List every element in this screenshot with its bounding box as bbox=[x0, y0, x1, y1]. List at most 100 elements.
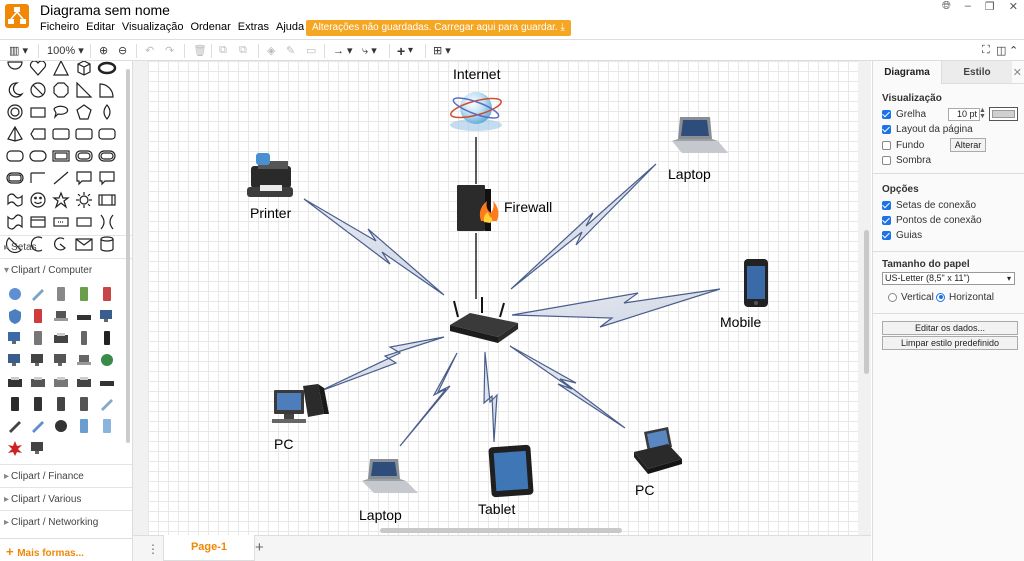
undo-icon[interactable]: ↶ bbox=[145, 45, 155, 57]
data-cube-clipart-icon[interactable] bbox=[74, 417, 94, 435]
section-clipart-various[interactable]: ▸Clipart / Various bbox=[0, 487, 132, 509]
window-shape-icon[interactable] bbox=[28, 212, 48, 232]
pc-right-icon[interactable] bbox=[634, 427, 682, 474]
globe-clipart-icon[interactable] bbox=[97, 351, 117, 369]
label-laptop-bottom[interactable]: Laptop bbox=[359, 507, 402, 523]
laptop-clipart-icon[interactable] bbox=[51, 307, 71, 325]
no-symbol-shape-icon[interactable] bbox=[28, 80, 48, 100]
edit-data-button[interactable]: Editar os dados... bbox=[882, 321, 1018, 335]
wireless-link-pc-right[interactable] bbox=[509, 345, 626, 429]
pentagon-shape-icon[interactable] bbox=[74, 102, 94, 122]
mobile-clipart-icon[interactable] bbox=[97, 329, 117, 347]
label-firewall[interactable]: Firewall bbox=[504, 199, 553, 215]
crescent-shape-icon[interactable] bbox=[28, 234, 48, 254]
tablet-icon[interactable] bbox=[488, 444, 534, 498]
server-clipart-icon[interactable] bbox=[51, 285, 71, 303]
label-pc-right[interactable]: PC bbox=[635, 482, 655, 498]
workstation-clipart-icon[interactable] bbox=[51, 351, 71, 369]
shield-clipart-icon[interactable] bbox=[5, 307, 25, 325]
label-tablet[interactable]: Tablet bbox=[478, 501, 516, 517]
wireless-link-mobile[interactable] bbox=[511, 288, 721, 328]
section-clipart-finance[interactable]: ▸Clipart / Finance bbox=[0, 464, 132, 486]
diagonal-line-shape-icon[interactable] bbox=[51, 168, 71, 188]
ring-shape-icon[interactable] bbox=[5, 102, 25, 122]
rounded-rect-shape-icon[interactable] bbox=[74, 124, 94, 144]
shadow-icon[interactable]: ▭ bbox=[306, 45, 317, 57]
guides-checkbox[interactable]: Guias bbox=[882, 229, 922, 241]
label-laptop-top[interactable]: Laptop bbox=[668, 166, 711, 182]
shadow-checkbox[interactable]: Sombra bbox=[882, 154, 931, 166]
change-background-button[interactable]: Alterar bbox=[950, 138, 986, 152]
copier-clipart-icon[interactable] bbox=[28, 373, 48, 391]
mouse-clipart-icon[interactable] bbox=[51, 417, 71, 435]
semicircle-shape-icon[interactable] bbox=[5, 61, 25, 78]
callout-shape-icon[interactable] bbox=[74, 168, 94, 188]
paper-size-select[interactable]: US-Letter (8,5" x 11")▾ bbox=[882, 272, 1015, 285]
arc-shape-icon[interactable] bbox=[5, 234, 25, 254]
network-gear-clipart-icon[interactable] bbox=[97, 395, 117, 413]
wireless-link-laptop-bottom[interactable] bbox=[399, 352, 458, 447]
scanner-clipart-icon[interactable] bbox=[51, 373, 71, 391]
connection-arrows-checkbox[interactable]: Setas de conexão bbox=[882, 199, 976, 211]
grid-color-picker[interactable] bbox=[989, 107, 1018, 121]
laptop-clipart-icon[interactable] bbox=[74, 351, 94, 369]
restore-icon[interactable]: ❐ bbox=[984, 1, 995, 13]
add-page-icon[interactable]: + bbox=[255, 539, 264, 556]
cube-shape-icon[interactable] bbox=[74, 61, 94, 78]
grid-checkbox[interactable]: Grelha bbox=[882, 108, 926, 120]
wireless-router-icon[interactable] bbox=[450, 297, 518, 343]
octagon-shape-icon[interactable] bbox=[51, 80, 71, 100]
section-arrows[interactable]: ▸Setas bbox=[0, 235, 132, 257]
unsaved-changes-banner[interactable]: Alterações não guardadas. Carregar aqui … bbox=[306, 20, 571, 36]
zoom-dropdown[interactable]: 100% ▾ bbox=[47, 44, 84, 58]
document-title[interactable]: Diagrama sem nome bbox=[40, 2, 170, 18]
switch-clipart-icon[interactable] bbox=[97, 373, 117, 391]
satellite-dish-clipart-icon[interactable] bbox=[28, 285, 48, 303]
firewall-icon[interactable] bbox=[457, 185, 499, 231]
label-printer[interactable]: Printer bbox=[250, 205, 292, 221]
page-menu-icon[interactable]: ⋮ bbox=[147, 542, 159, 556]
wireless-link-laptop-top[interactable] bbox=[510, 163, 657, 290]
collapse-icon[interactable]: ⌃ bbox=[1009, 45, 1019, 57]
tower-clipart-icon[interactable] bbox=[28, 395, 48, 413]
more-shapes-button[interactable]: + Mais formas... bbox=[0, 538, 132, 561]
triangle-shape-icon[interactable] bbox=[51, 61, 71, 78]
page-view-checkbox[interactable]: Layout da página bbox=[882, 123, 973, 135]
right-triangle-shape-icon[interactable] bbox=[74, 80, 94, 100]
wave-shape-icon[interactable] bbox=[5, 212, 25, 232]
rectangle-shape-icon[interactable] bbox=[28, 102, 48, 122]
wireless-link-clipart-icon[interactable] bbox=[28, 417, 48, 435]
laptop-top-icon[interactable] bbox=[672, 117, 728, 153]
grid-size-input[interactable]: 10 pt bbox=[948, 108, 980, 121]
x-shape-icon[interactable] bbox=[97, 212, 117, 232]
rounded-rect-shape-icon[interactable] bbox=[97, 124, 117, 144]
close-window-icon[interactable]: ✕ bbox=[1008, 1, 1018, 13]
monitor-clipart-icon[interactable] bbox=[97, 307, 117, 325]
menu-help[interactable]: Ajuda bbox=[275, 21, 305, 33]
tag-shape-icon[interactable] bbox=[28, 124, 48, 144]
wave-shape-icon[interactable] bbox=[5, 190, 25, 210]
data-cube-clipart-icon[interactable] bbox=[97, 417, 117, 435]
landscape-radio[interactable]: Horizontal bbox=[936, 291, 994, 303]
pyramid-shape-icon[interactable] bbox=[5, 124, 25, 144]
laptop-bottom-icon[interactable] bbox=[362, 459, 418, 493]
canvas-vertical-scrollbar[interactable] bbox=[864, 230, 869, 374]
desktop-clipart-icon[interactable] bbox=[28, 351, 48, 369]
portrait-radio[interactable]: Vertical bbox=[888, 291, 934, 303]
diagram-page[interactable]: Internet Firewall Printer Laptop Mobile … bbox=[148, 61, 858, 535]
mobile-phone-icon[interactable] bbox=[744, 259, 768, 307]
router-clipart-icon[interactable] bbox=[74, 307, 94, 325]
moon-shape-icon[interactable] bbox=[5, 80, 25, 100]
wireless-link-printer[interactable] bbox=[303, 198, 445, 296]
rounded-rect-shape-icon[interactable] bbox=[51, 124, 71, 144]
printer-icon[interactable] bbox=[247, 153, 293, 197]
process-shape-icon[interactable] bbox=[97, 190, 117, 210]
label-pc-left[interactable]: PC bbox=[274, 436, 294, 452]
screen-clipart-icon[interactable] bbox=[5, 329, 25, 347]
close-panel-icon[interactable]: ✕ bbox=[1012, 67, 1022, 79]
connection-points-checkbox[interactable]: Pontos de conexão bbox=[882, 214, 982, 226]
diagram-canvas[interactable]: Internet Firewall Printer Laptop Mobile … bbox=[133, 61, 871, 535]
tower-clipart-icon[interactable] bbox=[5, 395, 25, 413]
minimize-icon[interactable]: – bbox=[964, 0, 971, 12]
callout-shape-icon[interactable] bbox=[5, 168, 25, 188]
